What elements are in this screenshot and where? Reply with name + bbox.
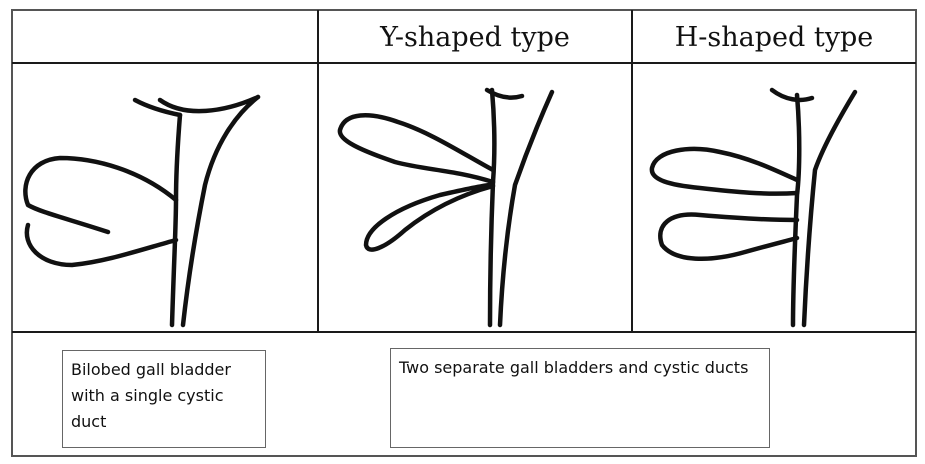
note-bilobed: Bilobed gall bladder with a single cysti… xyxy=(62,350,266,448)
note-separate: Two separate gall bladders and cystic du… xyxy=(390,348,770,448)
header-h-shaped: H-shaped type xyxy=(632,14,916,60)
y-shaped-drawing xyxy=(340,90,552,325)
header-empty xyxy=(12,14,318,60)
bilobed-gallbladder-drawing xyxy=(25,97,258,325)
header-y-shaped: Y-shaped type xyxy=(318,14,632,60)
h-shaped-drawing xyxy=(652,90,855,325)
